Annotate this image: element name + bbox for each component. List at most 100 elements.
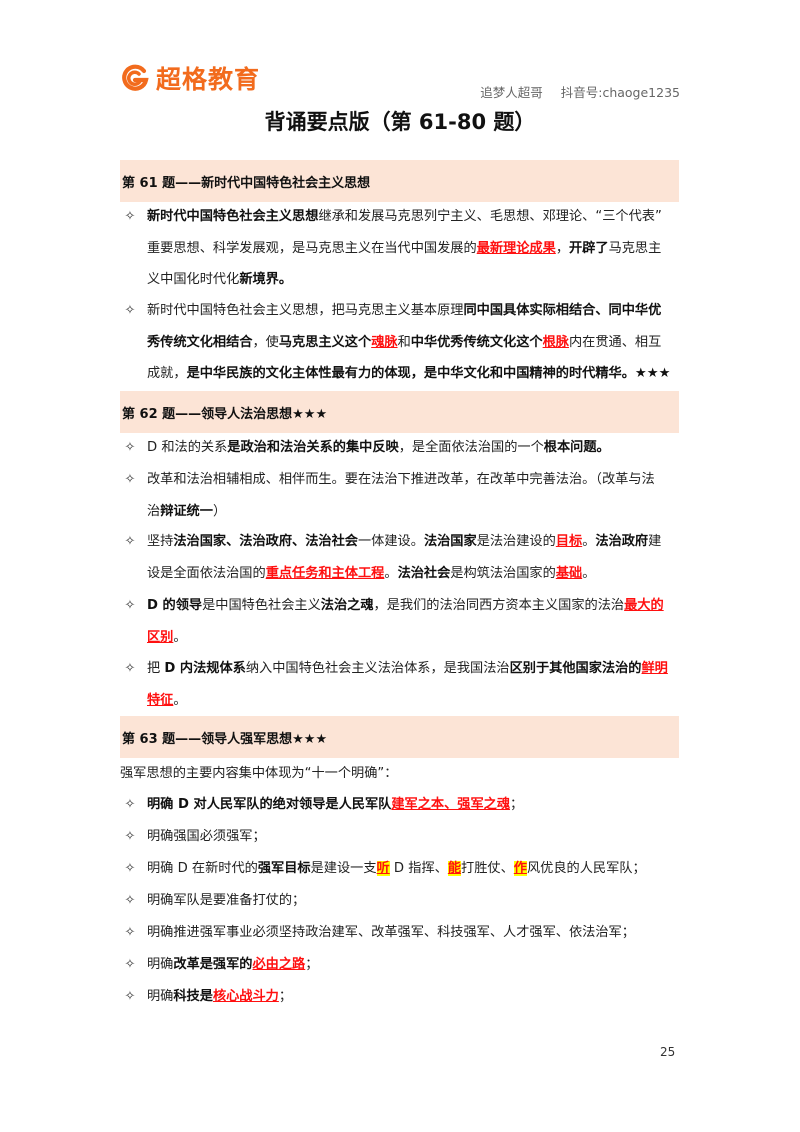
plain-text: 打胜仗、	[461, 861, 514, 876]
plain-text: ，是全面依法治国的一个	[398, 440, 544, 455]
plain-text: 。	[173, 629, 187, 645]
bold-text: 法治国家、法治政府、法治社会	[173, 534, 358, 549]
bullet-diamond-icon: ✧	[124, 534, 136, 549]
list-item: ✧明确改革是强军的必由之路；	[120, 949, 680, 981]
plain-text: 马克思主	[608, 240, 662, 256]
section-heading-text: 第 62 题——领导人法治思想★★★	[122, 406, 328, 422]
list-item-text: 明确科技是核心战斗力；	[147, 981, 680, 1013]
list-item-text: 明确 D 对人民军队的绝对领导是人民军队建军之本、强军之魂；	[147, 789, 680, 821]
bold-text: 开辟了	[569, 240, 609, 256]
key-term-red: 建军之本、强军之魂	[391, 797, 511, 812]
text-line: 明确强国必须强军；	[147, 821, 680, 853]
plain-text: ，	[555, 240, 569, 256]
bullet-diamond-icon: ✧	[124, 989, 136, 1004]
list-item: ✧明确 D 在新时代的强军目标是建设一支听 D 指挥、能打胜仗、作风优良的人民军…	[120, 853, 680, 885]
plain-text: 。	[582, 565, 596, 581]
page-number: 25	[660, 1045, 676, 1059]
bold-text: 法治之魂	[320, 598, 374, 613]
text-line: 治辩证统一）	[147, 496, 680, 528]
bold-text: 区别于其他国家法治的	[509, 661, 642, 676]
plain-text: ；	[278, 989, 293, 1004]
text-line: 新时代中国特色社会主义思想继承和发展马克思列宁主义、毛思想、邓理论、“三个代表”	[147, 201, 680, 233]
text-line: 明确推进强军事业必须坚持政治建军、改革强军、科技强军、人才强军、依法治军；	[147, 917, 680, 949]
plain-text: 。	[173, 692, 187, 708]
text-line: 新时代中国特色社会主义思想，把马克思主义基本原理同中国具体实际相结合、同中华优	[147, 295, 680, 327]
bold-text: 辩证统一	[160, 503, 213, 519]
bullet-diamond-icon: ✧	[124, 440, 136, 455]
bold-text: 是政治和法治关系的集中反映	[227, 440, 399, 455]
text-line: 区别。	[147, 622, 680, 654]
plain-text: ；	[510, 797, 524, 812]
plain-text: 纳入中国特色社会主义法治体系，是我国法治	[245, 661, 510, 676]
key-term-red: 魂脉	[371, 334, 398, 350]
bullet-diamond-icon: ✧	[124, 797, 136, 812]
key-term-red: 重点任务和主体工程	[265, 565, 385, 581]
plain-text: 。	[384, 565, 398, 581]
plain-text: 重要思想、科学发展观，是马克思主义在当代中国发展的	[147, 240, 477, 256]
plain-text: 建	[648, 534, 662, 549]
plain-text: 。	[582, 534, 596, 549]
bold-text: 新时代中国特色社会主义思想	[147, 209, 319, 224]
list-item-text: 明确强国必须强军；	[147, 821, 680, 853]
text-line: 明确 D 在新时代的强军目标是建设一支听 D 指挥、能打胜仗、作风优良的人民军队…	[147, 853, 680, 885]
bullet-diamond-icon: ✧	[124, 598, 136, 613]
plain-text: 把	[147, 661, 165, 676]
logo-text: 超格教育	[156, 65, 261, 94]
list-item: ✧ D 的领导是中国特色社会主义法治之魂，是我们的法治同西方资本主义国家的法治最大…	[120, 590, 680, 653]
bullet-diamond-icon: ✧	[124, 925, 136, 940]
plain-text: 明确	[147, 957, 174, 972]
section-heading-text: 第 63 题——领导人强军思想★★★	[122, 731, 328, 747]
author-name: 追梦人超哥	[480, 85, 543, 100]
page-title: 背诵要点版（第 61-80 题）	[264, 110, 536, 134]
list-item: ✧ 明确 D 对人民军队的绝对领导是人民军队建军之本、强军之魂；	[120, 789, 680, 821]
plain-text: 改革和法治相辅相成、相伴而生。要在法治下推进改革，在改革中完善法治。（改革与法	[147, 472, 655, 487]
text-line: 义中国化时代化新境界。	[147, 264, 680, 296]
key-term-red: 最新理论成果	[476, 240, 556, 256]
list-item-text: 新时代中国特色社会主义思想继承和发展马克思列宁主义、毛思想、邓理论、“三个代表”…	[147, 201, 680, 296]
list-item: ✧ 新时代中国特色社会主义思想继承和发展马克思列宁主义、毛思想、邓理论、“三个代表…	[120, 201, 680, 296]
list-item-text: D 的领导是中国特色社会主义法治之魂，是我们的法治同西方资本主义国家的法治最大的…	[147, 590, 680, 653]
plain-text: 一体建设。	[358, 534, 424, 549]
plain-text: 明确	[147, 989, 174, 1004]
bold-text: 同中国具体实际相结合、同中华优	[463, 303, 662, 318]
plain-text: 设是全面依法治国的	[147, 565, 266, 581]
text-line: 重要思想、科学发展观，是马克思主义在当代中国发展的最新理论成果，开辟了马克思主	[147, 233, 680, 265]
list-item: ✧ 明确推进强军事业必须坚持政治建军、改革强军、科技强军、人才强军、依法治军；	[120, 917, 680, 949]
key-term-red: 目标	[555, 534, 583, 549]
bullet-diamond-icon: ✧	[124, 893, 136, 908]
text-line: 明确 D 对人民军队的绝对领导是人民军队建军之本、强军之魂；	[147, 789, 680, 821]
bold-text: 明确 D 对人民军队的绝对领导是人民军队	[147, 797, 392, 812]
key-term-red: 鲜明	[641, 661, 668, 676]
bullet-diamond-icon: ✧	[124, 209, 136, 224]
key-term-red: 根脉	[542, 334, 569, 350]
bold-text: 马克思主义这个	[278, 334, 372, 350]
bold-text: 科技是	[173, 989, 213, 1004]
section-intro: 强军思想的主要内容集中体现为“十一个明确”：	[120, 766, 398, 781]
bullet-diamond-icon: ✧	[124, 957, 136, 972]
text-line: 特征。	[147, 685, 680, 717]
bold-text: 秀传统文化相结合	[147, 334, 253, 350]
bullet-diamond-icon: ✧	[124, 303, 136, 318]
list-item-text: 明确军队是要准备打仗的；	[147, 885, 680, 917]
list-item: ✧ 明确科技是核心战斗力；	[120, 981, 680, 1013]
text-line: 把 D 内法规体系纳入中国特色社会主义法治体系，是我国法治区别于其他国家法治的鲜…	[147, 653, 680, 685]
plain-text: ；	[305, 957, 319, 972]
bullet-diamond-icon: ✧	[124, 472, 136, 487]
text-line: 明确科技是核心战斗力；	[147, 981, 680, 1013]
key-term-red: 特征	[147, 692, 174, 708]
bullet-diamond-icon: ✧	[124, 829, 136, 844]
plain-text: 是构筑法治国家的	[450, 565, 556, 581]
section-heading-62: 第 62 题——领导人法治思想★★★	[120, 391, 679, 433]
header-author-info: 追梦人超哥抖音号:chaoge1235	[480, 82, 680, 101]
plain-text: ，是我们的法治同西方资本主义国家的法治	[373, 598, 625, 613]
logo-g-icon	[120, 63, 150, 93]
bold-text: 根本问题。	[543, 440, 610, 455]
plain-text: 成就，	[147, 366, 187, 381]
key-term-red: 区别	[147, 629, 174, 645]
plain-text: 明确强国必须强军；	[147, 829, 266, 844]
list-item: ✧把 D 内法规体系纳入中国特色社会主义法治体系，是我国法治区别于其他国家法治的…	[120, 653, 680, 716]
list-item: ✧坚持法治国家、法治政府、法治社会一体建设。法治国家是法治建设的目标。法治政府建…	[120, 526, 680, 589]
section-heading-text: 第 61 题——新时代中国特色社会主义思想	[122, 175, 371, 191]
text-line: 成就，是中华民族的文化主体性最有力的体现，是中华文化和中国精神的时代精华。★★★	[147, 358, 680, 390]
text-line: 明确军队是要准备打仗的；	[147, 885, 680, 917]
